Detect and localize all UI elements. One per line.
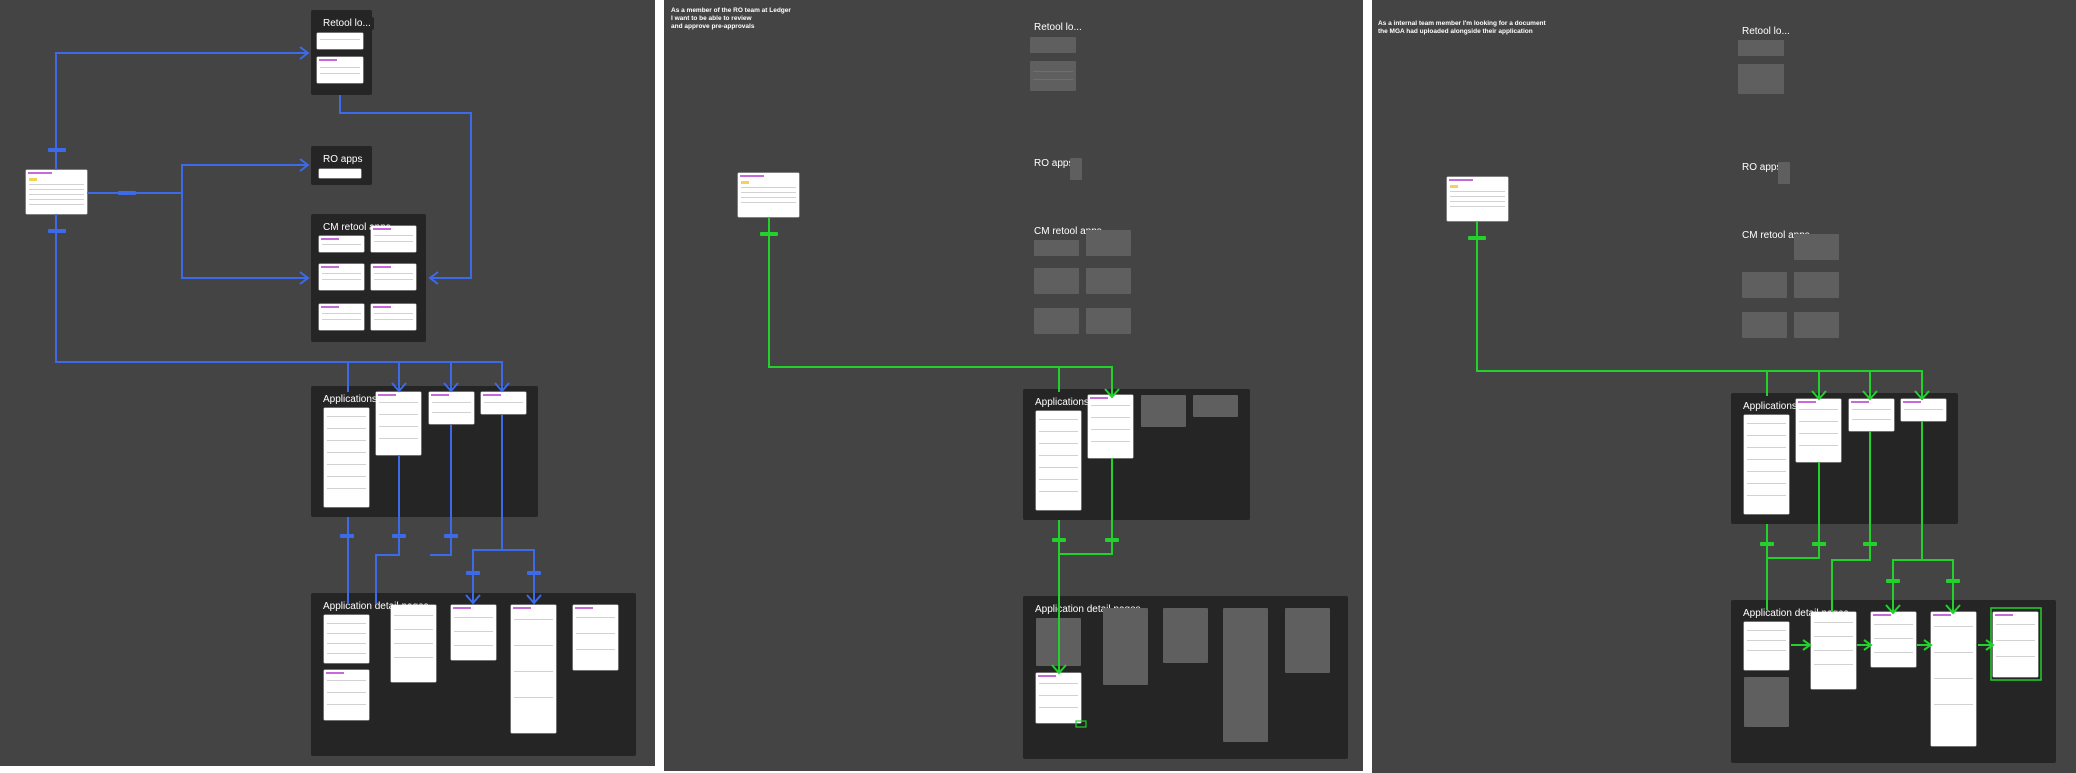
screen-thumbnail[interactable] bbox=[324, 670, 369, 720]
screen-thumbnail[interactable] bbox=[1796, 399, 1841, 462]
screen-thumbnail[interactable] bbox=[1030, 61, 1076, 91]
connector-marker bbox=[527, 571, 541, 575]
screen-thumbnail[interactable] bbox=[1034, 240, 1079, 256]
screen-thumbnail[interactable] bbox=[1103, 608, 1148, 685]
group-application-detail-pages: Application detail pages bbox=[311, 593, 636, 756]
connector-marker bbox=[1468, 236, 1486, 240]
flow-board-1[interactable]: Retool lo... RO apps CM retool apps Appl… bbox=[0, 0, 655, 766]
group-title-ro-apps: RO apps bbox=[1034, 158, 1074, 169]
flow-board-2[interactable]: As a member of the RO team at Ledger I w… bbox=[664, 0, 1363, 771]
group-applications: Applications bbox=[311, 386, 538, 517]
screen-thumbnail[interactable] bbox=[1901, 399, 1946, 421]
screen-thumbnail[interactable] bbox=[371, 304, 416, 330]
screen-thumbnail[interactable] bbox=[1163, 608, 1208, 663]
group-title: Applications bbox=[320, 393, 380, 406]
screen-thumbnail[interactable] bbox=[1811, 612, 1856, 689]
screen-thumbnail[interactable] bbox=[481, 392, 526, 414]
screen-thumbnail[interactable] bbox=[1742, 312, 1787, 338]
screen-thumbnail[interactable] bbox=[1193, 395, 1238, 417]
group-title-ro-apps: RO apps bbox=[1742, 162, 1782, 173]
screen-thumbnail[interactable] bbox=[451, 605, 496, 660]
screen-thumbnail[interactable] bbox=[511, 605, 556, 733]
screen-thumbnail[interactable] bbox=[1030, 37, 1076, 53]
screen-thumbnail[interactable] bbox=[371, 264, 416, 290]
connector-marker bbox=[1946, 579, 1960, 583]
screen-thumbnail[interactable] bbox=[1036, 673, 1081, 723]
board-heading: As a member of the RO team at Ledger I w… bbox=[671, 7, 791, 30]
group-cm-retool-apps: CM retool apps bbox=[311, 214, 426, 342]
connector-marker bbox=[1812, 542, 1826, 546]
connector-marker bbox=[392, 534, 406, 538]
connector-marker bbox=[760, 232, 778, 236]
screen-thumbnail[interactable] bbox=[391, 605, 436, 682]
screen-thumbnail[interactable] bbox=[1794, 272, 1839, 298]
screen-thumbnail[interactable] bbox=[1794, 234, 1839, 260]
screen-thumbnail[interactable] bbox=[429, 392, 474, 424]
screen-thumbnail[interactable] bbox=[1036, 618, 1081, 666]
screen-thumbnail[interactable] bbox=[1993, 612, 2038, 677]
connector-marker bbox=[1105, 538, 1119, 542]
start-screen-thumbnail[interactable] bbox=[26, 170, 87, 214]
connector-marker bbox=[340, 534, 354, 538]
start-screen-thumbnail[interactable] bbox=[738, 173, 799, 217]
screen-thumbnail[interactable] bbox=[1034, 268, 1079, 294]
screen-thumbnail[interactable] bbox=[1794, 312, 1839, 338]
screen-thumbnail[interactable] bbox=[1086, 230, 1131, 256]
flow-board-3[interactable]: As a internal team member I'm looking fo… bbox=[1372, 0, 2076, 773]
screen-thumbnail[interactable] bbox=[1849, 399, 1894, 431]
screen-thumbnail[interactable] bbox=[319, 169, 361, 178]
screen-thumbnail[interactable] bbox=[1744, 677, 1789, 727]
group-title-retool-login: Retool lo... bbox=[1034, 22, 1082, 33]
connector-marker bbox=[1760, 542, 1774, 546]
group-title: RO apps bbox=[320, 153, 366, 166]
screen-thumbnail[interactable] bbox=[1223, 608, 1268, 742]
screen-thumbnail[interactable] bbox=[319, 264, 364, 290]
screen-thumbnail[interactable] bbox=[1086, 308, 1131, 334]
group-title: Retool lo... bbox=[320, 17, 374, 30]
screen-thumbnail[interactable] bbox=[319, 236, 364, 252]
group-application-detail-pages: Application detail pages bbox=[1023, 596, 1348, 759]
group-title: Applications bbox=[1032, 396, 1092, 409]
connector-marker bbox=[118, 191, 136, 195]
group-applications: Applications bbox=[1023, 389, 1250, 520]
screen-thumbnail[interactable] bbox=[1744, 622, 1789, 670]
screen-thumbnail[interactable] bbox=[317, 33, 363, 49]
screen-thumbnail[interactable] bbox=[1778, 162, 1790, 184]
screen-thumbnail[interactable] bbox=[1036, 411, 1081, 510]
board-heading: As a internal team member I'm looking fo… bbox=[1378, 20, 1546, 35]
screen-thumbnail[interactable] bbox=[1742, 272, 1787, 298]
group-ro-apps: RO apps bbox=[311, 146, 372, 185]
screen-thumbnail[interactable] bbox=[1738, 64, 1784, 94]
screen-thumbnail[interactable] bbox=[1738, 40, 1784, 56]
screen-thumbnail[interactable] bbox=[324, 408, 369, 507]
connector-marker bbox=[48, 148, 66, 152]
screen-thumbnail[interactable] bbox=[1034, 308, 1079, 334]
screen-thumbnail[interactable] bbox=[1871, 612, 1916, 667]
screen-thumbnail[interactable] bbox=[371, 226, 416, 252]
group-retool-login: Retool lo... bbox=[311, 10, 374, 95]
screen-thumbnail[interactable] bbox=[1931, 612, 1976, 746]
connector-marker bbox=[1886, 579, 1900, 583]
screen-thumbnail[interactable] bbox=[324, 615, 369, 663]
group-title-retool-login: Retool lo... bbox=[1742, 26, 1790, 37]
screen-thumbnail[interactable] bbox=[1744, 415, 1789, 514]
connector-marker bbox=[1052, 538, 1066, 542]
screen-thumbnail[interactable] bbox=[317, 57, 363, 83]
screen-thumbnail[interactable] bbox=[376, 392, 421, 455]
screen-thumbnail[interactable] bbox=[1070, 158, 1082, 180]
group-title: Applications bbox=[1740, 400, 1800, 413]
connector-marker bbox=[444, 534, 458, 538]
screen-thumbnail[interactable] bbox=[573, 605, 618, 670]
screen-thumbnail[interactable] bbox=[1285, 608, 1330, 673]
screen-thumbnail[interactable] bbox=[1141, 395, 1186, 427]
screen-thumbnail[interactable] bbox=[1088, 395, 1133, 458]
screen-thumbnail[interactable] bbox=[1086, 268, 1131, 294]
connector-marker bbox=[48, 229, 66, 233]
connector-marker bbox=[1863, 542, 1877, 546]
start-screen-thumbnail[interactable] bbox=[1447, 177, 1508, 221]
group-application-detail-pages: Application detail pages bbox=[1731, 600, 2056, 763]
group-applications: Applications bbox=[1731, 393, 1958, 524]
connector-marker bbox=[466, 571, 480, 575]
screen-thumbnail[interactable] bbox=[319, 304, 364, 330]
